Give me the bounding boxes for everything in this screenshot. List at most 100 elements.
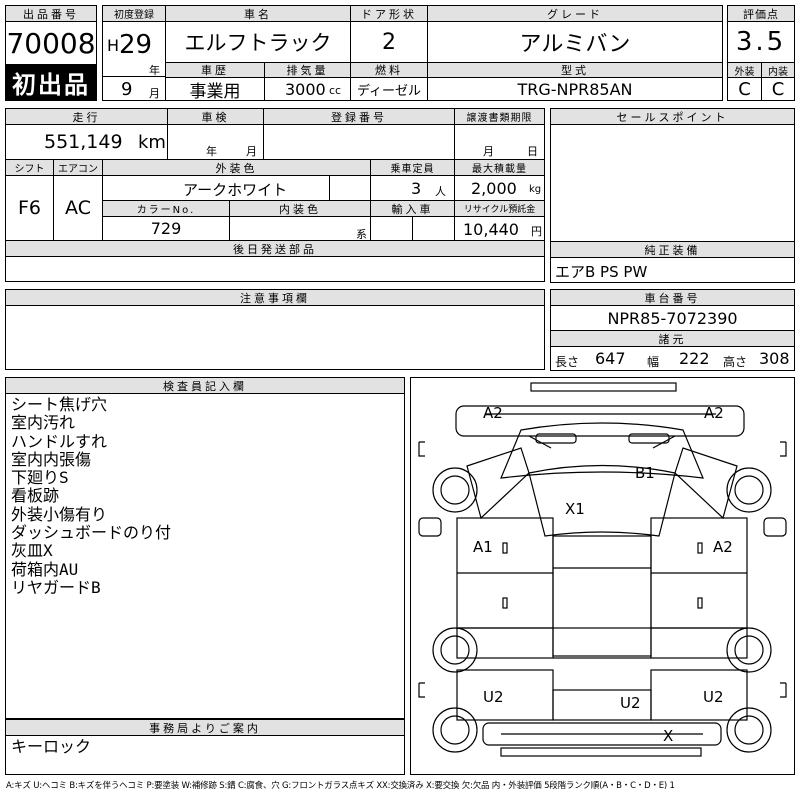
door-count: 2 — [350, 21, 428, 63]
inspector-note-line: ダッシュボードのり付 — [11, 523, 172, 543]
history-header: 車歴 — [165, 62, 265, 78]
persons-unit: 人 — [435, 185, 446, 198]
chassis-number-value: NPR85-7072390 — [550, 305, 795, 331]
height-value: 308 — [759, 349, 790, 368]
inspector-note-line: 灰皿X — [11, 541, 53, 561]
displacement-value: 3000 — [285, 80, 326, 99]
interior-grade: C — [761, 77, 795, 101]
vehicle-diagram: A2 A2 B1 X1 A1 A2 U2 U2 U2 X — [418, 382, 787, 757]
first-time-badge: 初出品 — [5, 64, 97, 101]
sales-points-header: セールスポイント — [550, 108, 795, 125]
later-parts-cell — [5, 256, 545, 282]
recycle-fee-cell: 10,440 円 — [454, 216, 545, 241]
mileage-header: 走行 — [5, 108, 168, 125]
exterior-color-extra-cell — [329, 175, 371, 201]
grade-header: グレード — [427, 5, 723, 22]
mark-front-right: A2 — [704, 404, 724, 422]
model-code: TRG-NPR85AN — [427, 77, 723, 101]
mark-front-left: A2 — [483, 404, 503, 422]
mileage-cell: 551,149 km — [5, 124, 168, 160]
first-registration-year-cell: H 29 年 — [102, 21, 166, 77]
damage-legend: A:キズ U:ヘコミ B:キズを伴うヘコミ P:要塗装 W:補修跡 S:錆 C:… — [6, 781, 675, 791]
import-cell-a — [370, 216, 413, 241]
dimensions-header: 諸元 — [550, 330, 795, 347]
kei-unit: 系 — [356, 228, 367, 241]
genuine-equipment-value: エアB PS PW — [555, 263, 648, 281]
inspector-note-line: ハンドルすれ — [11, 431, 108, 451]
max-load-cell: 2,000 kg — [454, 175, 545, 201]
car-name: エルフトラック — [165, 21, 351, 63]
width-value: 222 — [679, 349, 710, 368]
inspector-note-line: シート焦げ穴 — [11, 395, 108, 414]
inspector-note-line: 下廻りS — [11, 468, 69, 488]
shift-value: F6 — [5, 175, 54, 241]
color-number-value: 729 — [102, 216, 230, 241]
office-guidance-header: 事務局よりご案内 — [5, 719, 405, 736]
grade-value: アルミバン — [427, 21, 723, 63]
transfer-deadline-header: 譲渡書類期限 — [454, 108, 545, 125]
lot-number-header: 出品番号 — [5, 5, 97, 22]
inspector-note-line: リヤガードB — [11, 577, 101, 597]
mark-rear-left: U2 — [483, 688, 504, 706]
genuine-equipment-header: 純正装備 — [550, 241, 795, 258]
yen-unit: 円 — [531, 225, 542, 238]
interior-color-header: 内装色 — [229, 200, 371, 217]
capacity-header: 乗車定員 — [370, 159, 455, 176]
office-guidance-cell: キーロック — [5, 735, 405, 775]
cc-unit: cc — [329, 84, 342, 97]
capacity-value: 3 — [411, 179, 422, 198]
transfer-deadline-cell: 月 日 — [454, 124, 545, 160]
deadline-day-unit: 日 — [527, 145, 538, 158]
mark-right-side: A2 — [713, 538, 733, 556]
mark-left-side: A1 — [473, 538, 493, 556]
exterior-grade-header: 外装 — [727, 62, 762, 78]
aircon-header: エアコン — [53, 159, 103, 176]
mark-rear-right: U2 — [703, 688, 724, 706]
exterior-color-cell: アークホワイト — [102, 175, 330, 201]
height-label: 高さ — [723, 355, 748, 369]
fuel-header: 燃料 — [350, 62, 428, 78]
shift-header: シフト — [5, 159, 54, 176]
model-header: 型式 — [427, 62, 723, 78]
inspection-month-unit: 月 — [246, 145, 257, 158]
era-letter: H — [107, 36, 120, 55]
inspection-year-unit: 年 — [206, 145, 217, 158]
registration-month: 9 — [121, 79, 133, 100]
displacement-cell: 3000 cc — [264, 77, 351, 101]
score-value: 3.5 — [727, 21, 795, 63]
interior-color-cell: 系 — [229, 216, 371, 241]
max-load-header: 最大積載量 — [454, 159, 545, 176]
mark-rear-bumper: X — [663, 727, 673, 745]
score-header: 評価点 — [727, 5, 795, 22]
caution-cell — [5, 305, 545, 370]
mileage-value: 551,149 — [44, 131, 123, 153]
length-value: 647 — [595, 349, 626, 368]
capacity-cell: 3 人 — [370, 175, 455, 201]
inspection-header: 車検 — [167, 108, 264, 125]
door-header: ドア形状 — [350, 5, 428, 22]
inspector-note-line: 室内内張傷 — [11, 449, 92, 469]
inspector-note-line: 荷箱内AU — [11, 559, 79, 579]
recycle-fee-header: リサイクル預託金 — [454, 200, 545, 217]
fuel-value: ディーゼル — [350, 77, 428, 101]
later-parts-header: 後日発送部品 — [5, 240, 545, 257]
import-cell-b — [412, 216, 455, 241]
color-number-header: カラーNo. — [102, 200, 230, 217]
mark-hood: B1 — [635, 464, 655, 482]
inspector-note-line: 外装小傷有り — [11, 504, 108, 524]
office-guidance-text: キーロック — [11, 737, 92, 756]
month-unit: 月 — [149, 87, 160, 100]
caution-header: 注意事項欄 — [5, 289, 545, 306]
lot-number: 70008 — [5, 21, 97, 65]
displacement-header: 排気量 — [264, 62, 351, 78]
recycle-fee-value: 10,440 — [463, 220, 519, 239]
inspector-notes-header: 検査員記入欄 — [5, 377, 405, 394]
inspector-note-line: 室内汚れ — [11, 413, 76, 433]
kg-unit: kg — [529, 184, 542, 195]
interior-grade-header: 内装 — [761, 62, 795, 78]
vehicle-diagram-frame: A2 A2 B1 X1 A1 A2 U2 U2 U2 X — [410, 377, 795, 775]
inspector-note-line: 看板跡 — [11, 486, 60, 506]
mark-cab: X1 — [565, 500, 585, 518]
aircon-value: AC — [53, 175, 103, 241]
